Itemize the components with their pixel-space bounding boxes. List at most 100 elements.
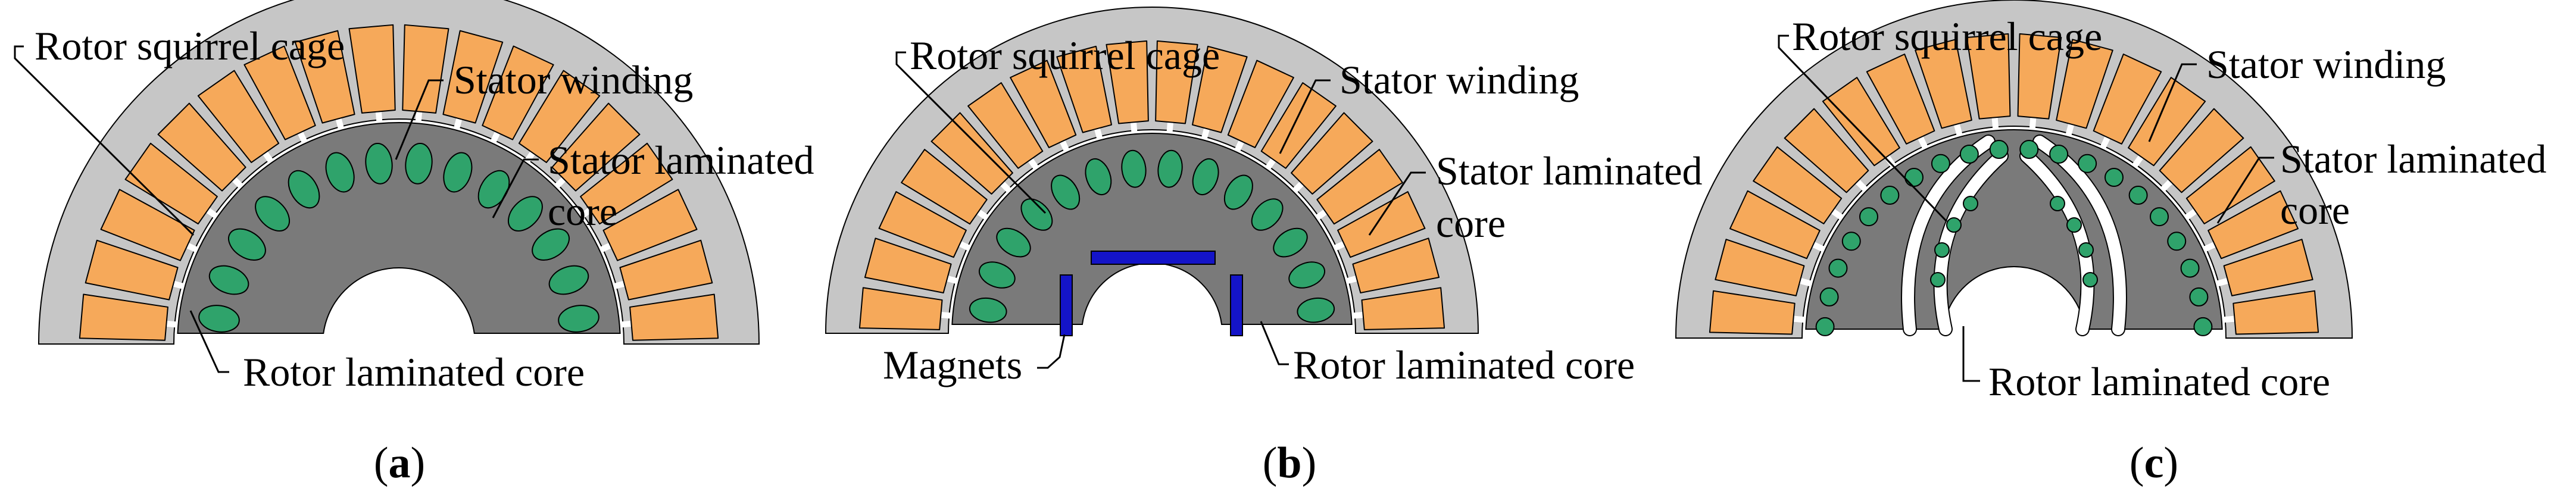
c-cage-bar [2167, 232, 2187, 251]
a-cage-bar [255, 196, 291, 232]
b-cage-bar [996, 227, 1031, 258]
b-winding-coil [1291, 112, 1373, 195]
c-slot-opening [1991, 114, 1999, 129]
b-cage-bar [1020, 198, 1053, 231]
c-winding-coil [1822, 77, 1900, 167]
b-winding-coil [1337, 191, 1426, 258]
a-winding-coil [551, 102, 641, 192]
a-winding-coil [294, 30, 355, 124]
panel-c-label-rotor-squirrel-cage: Rotor squirrel cage [1792, 14, 2102, 59]
panel-b-caption-letter: b [1277, 439, 1301, 487]
c-cage-bar [1880, 186, 1900, 205]
c-cage-bar [2019, 140, 2039, 160]
panel-b-leader-stator-core [1368, 171, 1426, 236]
b-cage-bar [1223, 174, 1253, 210]
a-cage-bar [532, 228, 570, 261]
c-cage-bar [2150, 207, 2169, 227]
c-winding-coil [1866, 53, 1935, 145]
b-winding-coil [931, 112, 1013, 195]
a-winding-coil [85, 239, 179, 301]
panel-a-caption: (a) [374, 439, 425, 487]
a-cage-bar [325, 152, 355, 193]
c-cage-bar [1963, 196, 1978, 211]
panel-b-leader-rotor-cage [895, 51, 1047, 214]
panel-a-leader-stator-winding [395, 79, 444, 160]
b-winding-coil [967, 82, 1044, 169]
a-cage-bar [288, 170, 320, 209]
panel-b-caption: (b) [1263, 439, 1316, 487]
a-winding-coil [619, 239, 713, 301]
panel-b-label-stator-winding: Stator winding [1339, 57, 1579, 102]
c-winding-coil [2056, 39, 2113, 129]
a-cage-bar [365, 142, 393, 185]
panel-a-leader-stator-core [492, 158, 539, 218]
panel-c-synchronous-reluctance-motor: Rotor squirrel cage Stator winding Stato… [1675, 0, 2547, 487]
a-winding-coil [157, 102, 246, 192]
a-cage-bar [198, 305, 240, 333]
panel-a-leader-rotor-core [189, 310, 229, 373]
c-cage-bar [2128, 186, 2148, 205]
a-cage-bar [558, 305, 599, 333]
b-cage-bar [1121, 149, 1147, 188]
panel-c-label-stator-laminated: Stator laminated [2280, 136, 2547, 182]
c-cage-bar [2104, 168, 2124, 187]
panel-c-leader-rotor-cage [1778, 35, 1948, 223]
panel-b-squirrel-cage-bars [969, 149, 1335, 323]
a-cage-bar [405, 142, 433, 185]
a-cage-bar [208, 265, 249, 295]
panel-c-caption: (c) [2130, 439, 2178, 487]
b-winding-coil [1227, 60, 1294, 148]
c-cage-bar [2049, 145, 2069, 164]
a-winding-coil [243, 45, 316, 140]
b-cage-bar [1297, 297, 1335, 323]
panel-c-label-stator-core: core [2280, 187, 2350, 233]
c-winding-coil [2223, 239, 2313, 296]
b-cage-bar [1251, 198, 1284, 231]
panel-b-magnets [1060, 251, 1243, 336]
c-cage-bar [1819, 287, 1839, 307]
panel-a-caption-letter: a [389, 439, 411, 487]
panel-a-squirrel-cage-bars [198, 142, 599, 333]
panel-c-caption-letter: c [2144, 439, 2164, 487]
b-winding-coil [1010, 60, 1077, 148]
a-winding-coil [580, 142, 673, 225]
panel-c-label-stator-winding: Stator winding [2206, 42, 2446, 87]
b-cage-bar [1288, 261, 1326, 289]
panel-b-label-rotor-squirrel-cage: Rotor squirrel cage [910, 33, 1220, 78]
b-winding-coil [864, 237, 952, 294]
c-slot-opening [2224, 315, 2238, 323]
c-winding-coil [2093, 53, 2162, 145]
panel-b-magnet-top [1091, 251, 1216, 265]
panel-c-stator-windings [1709, 33, 2319, 335]
a-cage-bar [548, 265, 589, 295]
b-winding-coil [1056, 45, 1113, 133]
panel-b-stator-windings [858, 40, 1445, 330]
a-cage-bar [228, 228, 266, 261]
c-cage-bar [2082, 272, 2098, 287]
b-winding-coil [1155, 40, 1198, 124]
a-cage-bar [443, 152, 473, 193]
a-winding-coil [348, 24, 396, 114]
panel-a-label-rotor-squirrel-cage: Rotor squirrel cage [35, 23, 345, 68]
panel-a-induction-motor: Rotor squirrel cage Stator winding Stato… [14, 0, 814, 487]
c-winding-coil [1753, 146, 1843, 224]
c-cage-bar [1904, 168, 1924, 187]
panel-b-label-rotor-laminated-core: Rotor laminated core [1293, 342, 1635, 387]
b-winding-coil [1316, 149, 1403, 225]
panel-b-magnet-left [1060, 274, 1073, 336]
c-flux-barrier [1934, 150, 2007, 335]
b-winding-coil [1361, 287, 1445, 330]
a-winding-coil [197, 70, 280, 163]
panel-c-leader-stator-winding [2148, 63, 2197, 142]
c-winding-coil [1915, 39, 1972, 129]
c-winding-coil [2185, 146, 2275, 224]
c-cage-bar [1815, 317, 1835, 336]
panel-b-label-stator-core: core [1436, 201, 1506, 246]
b-cage-bar [1157, 149, 1183, 188]
c-cage-bar [1946, 217, 1962, 233]
panel-b-magnet-right [1230, 274, 1243, 336]
c-winding-coil [1966, 33, 2011, 120]
c-cage-bar [2078, 242, 2094, 258]
c-cage-bar [1828, 258, 1848, 278]
panel-b-label-magnets: Magnets [883, 342, 1022, 387]
